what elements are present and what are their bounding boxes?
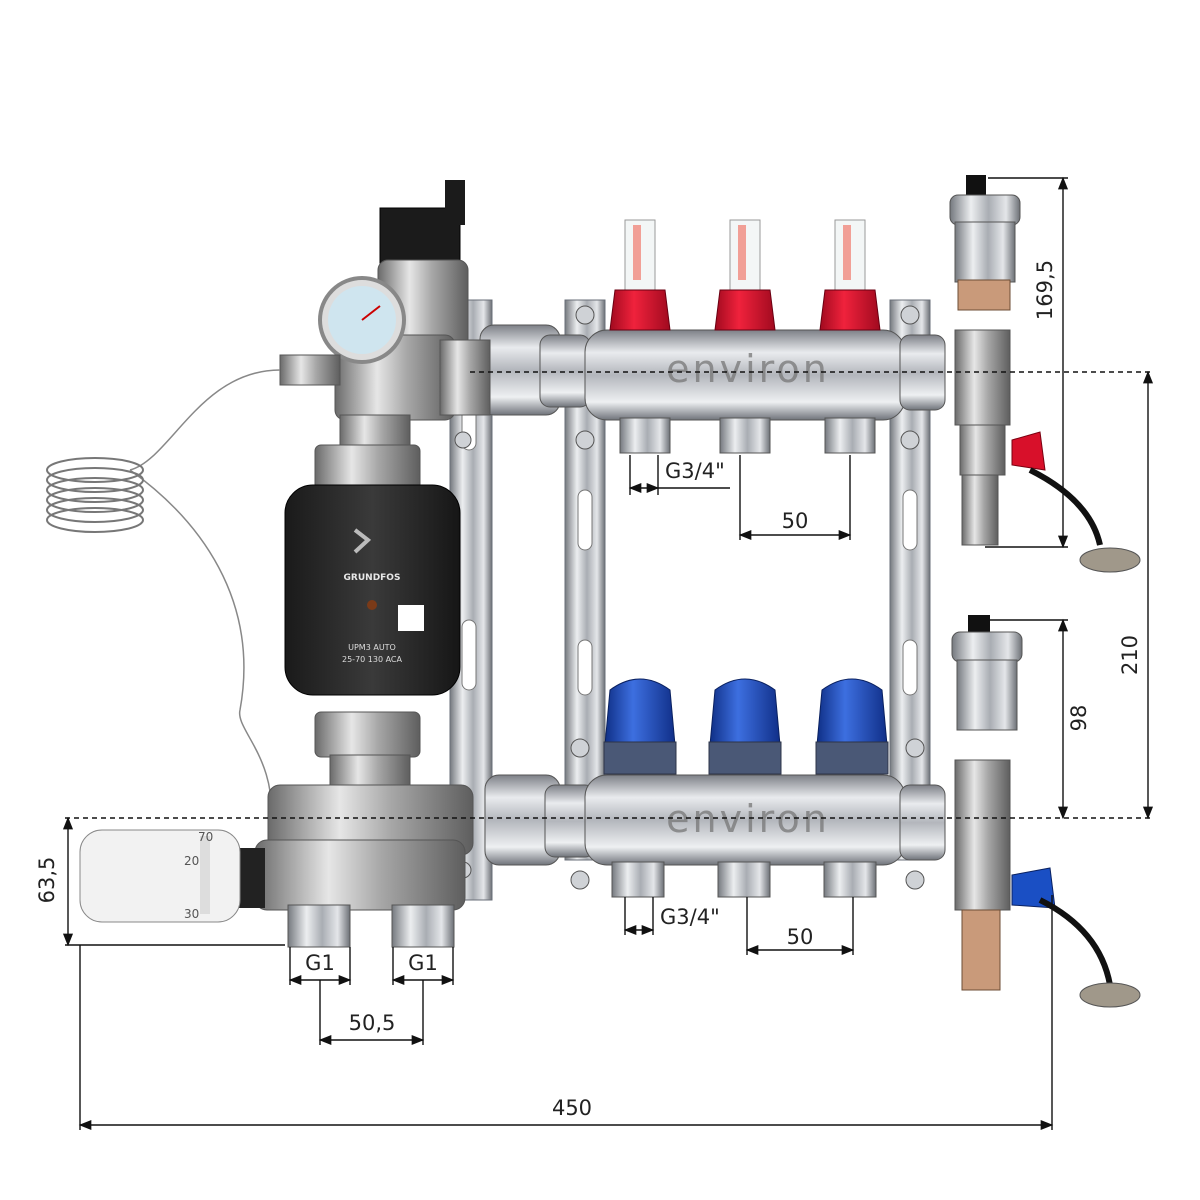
pump-maker: GRUNDFOS (344, 573, 401, 583)
dim-vent-height-top: 169,5 (1033, 260, 1057, 320)
bracket-screws (454, 305, 925, 890)
centerlines (65, 371, 1150, 819)
return-outlets (611, 861, 877, 898)
manifold-brand-top: environ (666, 347, 830, 391)
thermo-mark: 30 (184, 907, 199, 921)
dim-top-thread: G3/4" (665, 459, 725, 483)
dim-bottom-thread: G3/4" (660, 905, 720, 929)
pressure-gauge (318, 276, 406, 364)
flow-meters (609, 219, 881, 331)
blue-caps (603, 678, 889, 775)
air-vent-bottom (951, 615, 1141, 1008)
thermo-mark: 20 (184, 854, 199, 868)
return-manifold: environ (484, 774, 946, 866)
manifold-brand-bottom: environ (666, 797, 830, 841)
dim-total-width: 450 (552, 1096, 592, 1120)
flow-meter[interactable] (714, 219, 776, 331)
dim-mixer-height: 63,5 (35, 857, 59, 904)
sensor-probe (46, 354, 341, 831)
mixing-valve-top (334, 180, 491, 451)
dim-bottom-pitch: 50 (787, 925, 814, 949)
flow-meter[interactable] (819, 219, 881, 331)
pump-spec: 25-70 130 ACA (342, 655, 403, 664)
dim-manifold-spacing: 210 (1118, 635, 1142, 675)
circulation-pump: GRUNDFOS UPM3 AUTO 25-70 130 ACA (284, 484, 461, 696)
pump-model: UPM3 AUTO (348, 643, 396, 652)
blue-valve-cap[interactable] (815, 678, 889, 775)
pump-union-bottom (314, 711, 421, 791)
mixer-body-bottom (235, 784, 474, 948)
dim-vent-height-bottom: 98 (1067, 705, 1091, 732)
air-vent-top (949, 175, 1141, 573)
blue-valve-cap[interactable] (708, 678, 782, 775)
dim-mixer-spacing: 50,5 (349, 1011, 396, 1035)
pump-union-top (314, 444, 421, 491)
dimension-lines (62, 176, 1154, 1131)
dim-mixer-thread-right: G1 (408, 951, 438, 975)
dim-mixer-thread-left: G1 (305, 951, 335, 975)
blue-valve-cap[interactable] (603, 678, 677, 775)
dim-top-pitch: 50 (782, 509, 809, 533)
thermo-mark: 70 (198, 830, 213, 844)
thermostatic-head[interactable]: 70 20 30 (79, 829, 241, 923)
flow-meter[interactable] (609, 219, 671, 331)
supply-outlets (619, 417, 876, 454)
